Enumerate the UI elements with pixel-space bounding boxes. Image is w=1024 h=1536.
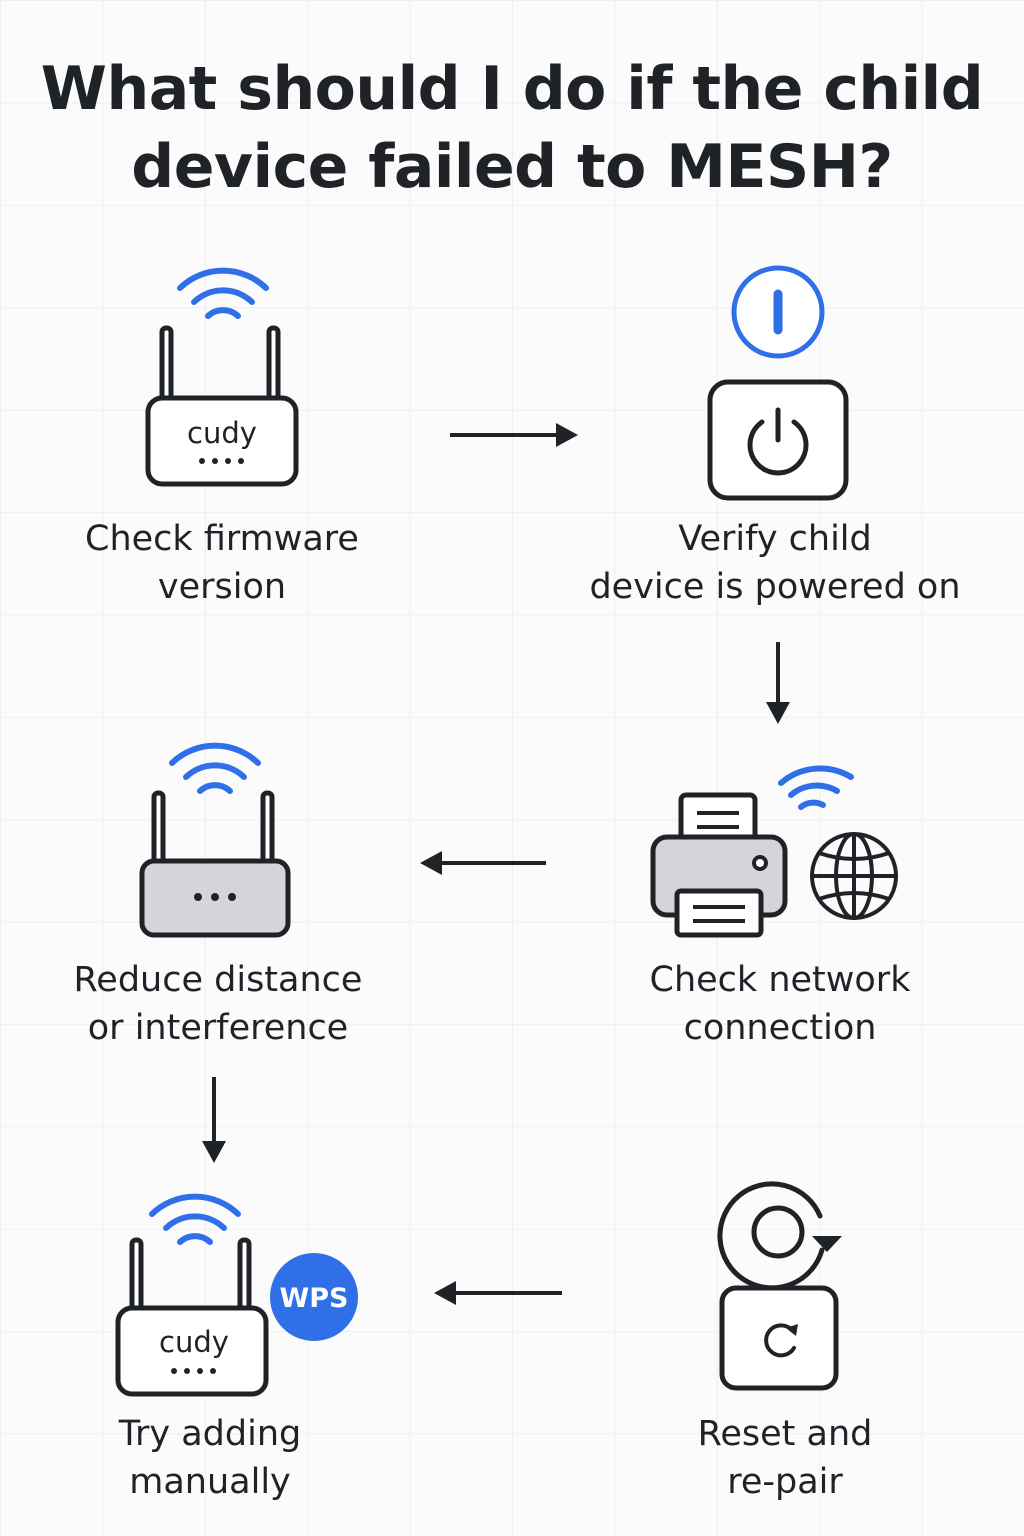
step-label-check-network: Check network connection — [649, 960, 911, 1048]
step-label-reduce-distance: Reduce distance or interference — [73, 960, 363, 1048]
arrow-left — [420, 851, 546, 875]
wps-badge-label: WPS — [279, 1283, 348, 1314]
arrow-right — [450, 423, 578, 447]
arrow-down — [202, 1077, 226, 1163]
step-label-check-firmware: Check firmware version — [85, 519, 359, 607]
router-wifi-icon: cudy — [145, 267, 299, 487]
printer-globe-icon — [650, 765, 898, 938]
step-label-verify-power: Verify child device is powered on — [589, 519, 961, 607]
title-line-1: What should I do if the child — [40, 54, 984, 124]
arrow-down — [766, 642, 790, 724]
router-wifi-icon — [139, 742, 291, 938]
router-wps-icon: cudy WPS — [115, 1193, 358, 1397]
title-line-2: device failed to MESH? — [131, 132, 893, 202]
step-label-try-manually: Try adding manually — [118, 1414, 302, 1502]
step-label-reset-repair: Reset and re-pair — [697, 1414, 873, 1502]
power-button-icon — [707, 265, 849, 501]
reset-repair-icon — [717, 1181, 842, 1391]
arrow-left — [434, 1281, 562, 1305]
wps-badge: WPS — [270, 1253, 358, 1341]
page-title: What should I do if the child device fai… — [0, 50, 1024, 206]
router-brand-text: cudy — [159, 1325, 229, 1359]
router-brand-text: cudy — [187, 416, 257, 450]
